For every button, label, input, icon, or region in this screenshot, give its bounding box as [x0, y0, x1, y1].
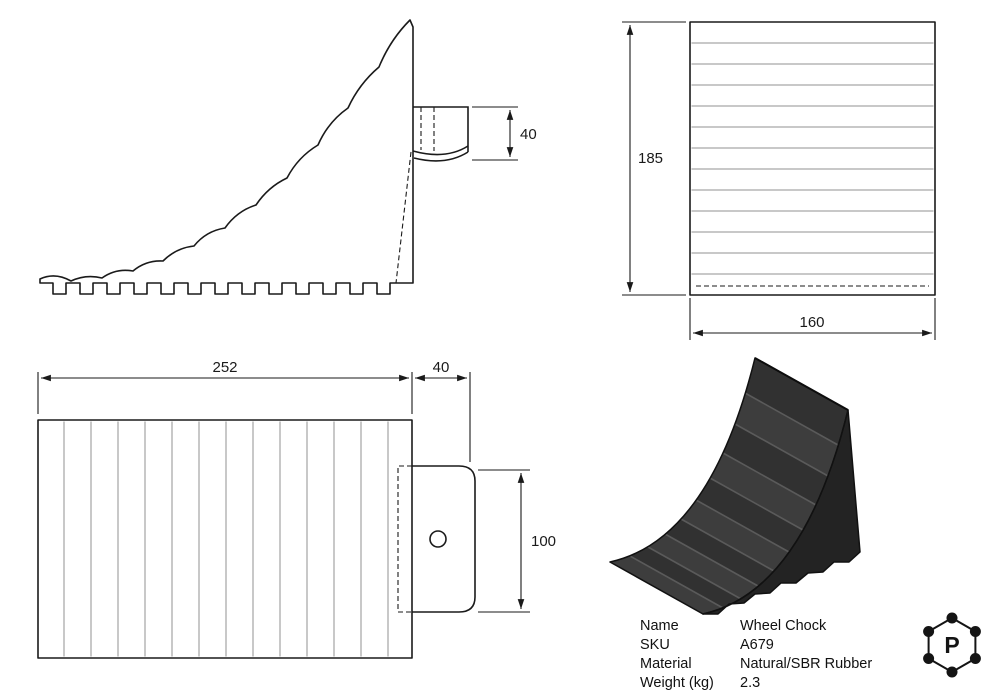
top-view-outline	[37, 419, 413, 659]
spec-value: A679	[740, 637, 774, 653]
back-view-rib-lines	[691, 42, 934, 275]
dim-top-handle-label: 40	[433, 359, 450, 376]
dim-top-length: 252	[37, 359, 413, 414]
dim-top-length-label: 252	[212, 359, 237, 376]
dim-top-handle-height: 100	[478, 469, 556, 613]
side-handle-outline	[413, 106, 469, 152]
top-view-drawing: 252 40 100	[37, 359, 556, 659]
spec-value: 2.3	[740, 675, 761, 691]
side-handle-fold-bottom	[413, 151, 469, 162]
logo-node-dots	[923, 612, 981, 678]
spec-value: Wheel Chock	[740, 618, 827, 634]
dim-back-height-label: 185	[638, 150, 663, 167]
top-view-rib-lines	[63, 421, 389, 657]
spec-label: Name	[640, 618, 679, 634]
spec-row-material: Material Natural/SBR Rubber	[640, 655, 872, 674]
render-ramp-ribs	[610, 358, 848, 614]
side-view-drawing: 40	[39, 19, 537, 295]
spec-label: Material	[640, 656, 692, 672]
spec-row-sku: SKU A679	[640, 636, 872, 655]
spec-value: Natural/SBR Rubber	[740, 656, 873, 672]
dim-back-width-label: 160	[799, 314, 824, 331]
back-view-outline	[689, 21, 936, 296]
dim-back-width: 160	[689, 298, 936, 340]
dim-top-handle: 40	[415, 359, 471, 462]
dim-side-handle-depth: 40	[472, 106, 537, 161]
logo-letter: P	[944, 632, 959, 658]
top-handle-hole	[429, 530, 447, 548]
dim-side-handle-depth-label: 40	[520, 126, 537, 143]
brand-logo: P	[923, 612, 981, 678]
render-3d	[609, 357, 861, 615]
spec-label: SKU	[640, 637, 670, 653]
spec-row-name: Name Wheel Chock	[640, 617, 872, 636]
dim-back-height: 185	[622, 21, 686, 296]
side-profile-outline	[39, 19, 414, 295]
render-ramp-ridge-highlights	[629, 392, 839, 609]
top-handle-outline	[412, 465, 476, 613]
back-view-drawing: 185 160	[622, 21, 936, 340]
spec-table: Name Wheel Chock SKU A679 Material Natur…	[640, 617, 872, 693]
side-hidden-recess-line	[395, 151, 412, 284]
spec-row-weight: Weight (kg) 2.3	[640, 674, 872, 693]
spec-label: Weight (kg)	[640, 675, 714, 691]
render-peak-edge	[754, 357, 849, 411]
dim-top-handle-height-label: 100	[531, 533, 556, 550]
side-handle-fold-top	[412, 145, 469, 156]
